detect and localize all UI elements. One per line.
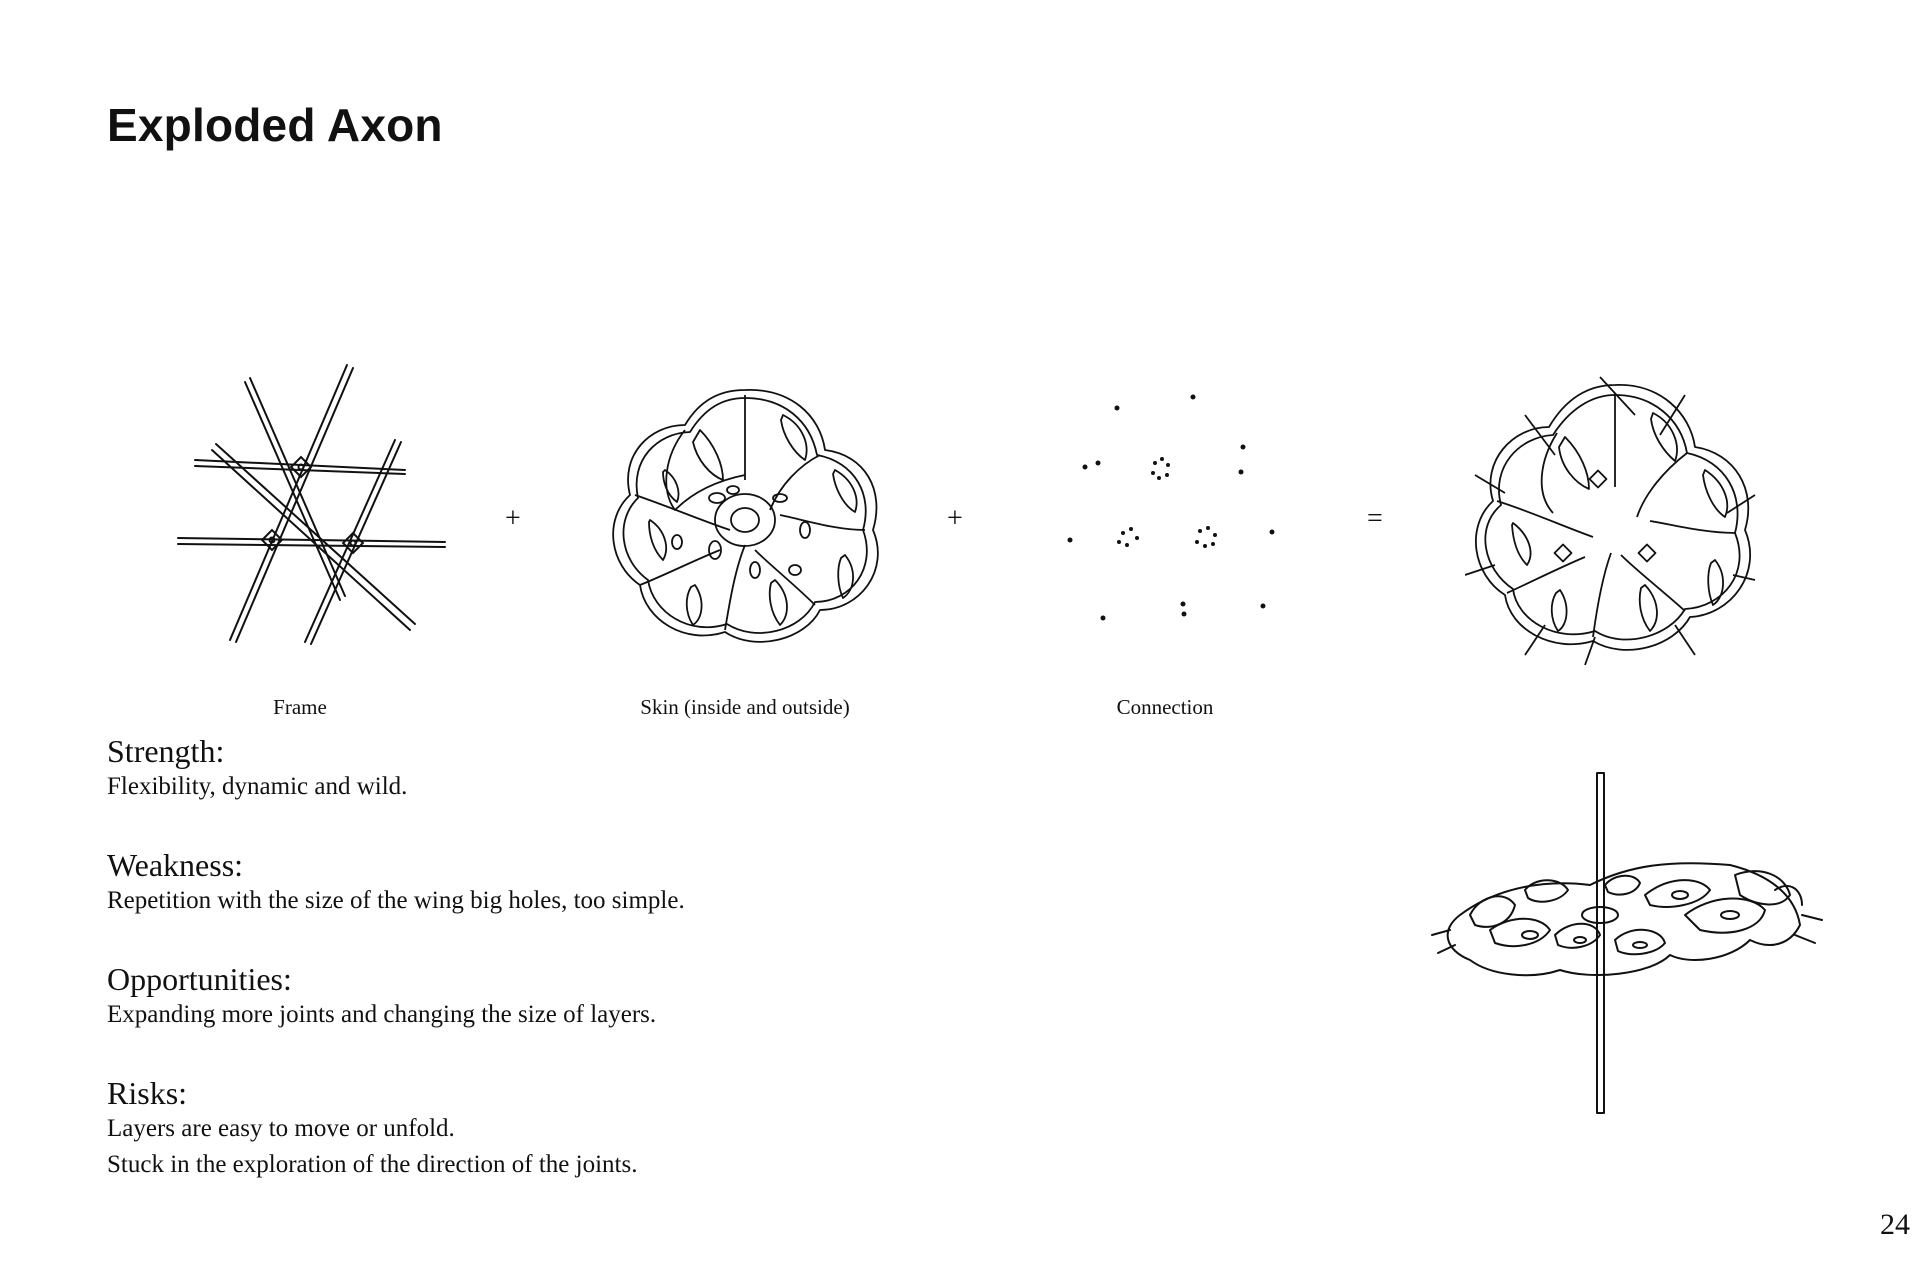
connection-caption: Connection: [1116, 695, 1214, 719]
plus-operator-2: +: [947, 503, 963, 534]
risks-text-line-2: Stuck in the exploration of the directio…: [107, 1151, 638, 1178]
side-view-sketch: [1430, 765, 1830, 1115]
risks-text-line-1: Layers are easy to move or unfold.: [107, 1115, 455, 1142]
weakness-text: Repetition with the size of the wing big…: [107, 887, 685, 914]
page-number: 24: [1880, 1208, 1910, 1241]
opportunities-heading: Opportunities:: [107, 961, 292, 997]
risks-heading: Risks:: [107, 1075, 188, 1111]
plus-operator-1: +: [505, 503, 521, 534]
weakness-heading: Weakness:: [107, 847, 244, 883]
opportunities-text: Expanding more joints and changing the s…: [107, 1001, 657, 1028]
opportunities-section: Opportunities: Expanding more joints and…: [107, 961, 656, 1033]
strength-heading: Strength:: [107, 733, 225, 769]
frame-caption: Frame: [273, 695, 327, 719]
weakness-section: Weakness: Repetition with the size of th…: [107, 847, 685, 919]
page-title: Exploded Axon: [107, 99, 443, 151]
strength-section: Strength: Flexibility, dynamic and wild.: [107, 733, 407, 805]
frame-sketch: [170, 360, 460, 660]
equals-operator: =: [1367, 503, 1383, 534]
strength-text: Flexibility, dynamic and wild.: [107, 773, 408, 800]
assembled-result-sketch: [1465, 375, 1765, 665]
connection-sketch: [1067, 394, 1275, 621]
skin-sketch: [605, 370, 885, 650]
risks-section: Risks: Layers are easy to move or unfold…: [107, 1075, 637, 1183]
skin-caption: Skin (inside and outside): [640, 695, 850, 719]
